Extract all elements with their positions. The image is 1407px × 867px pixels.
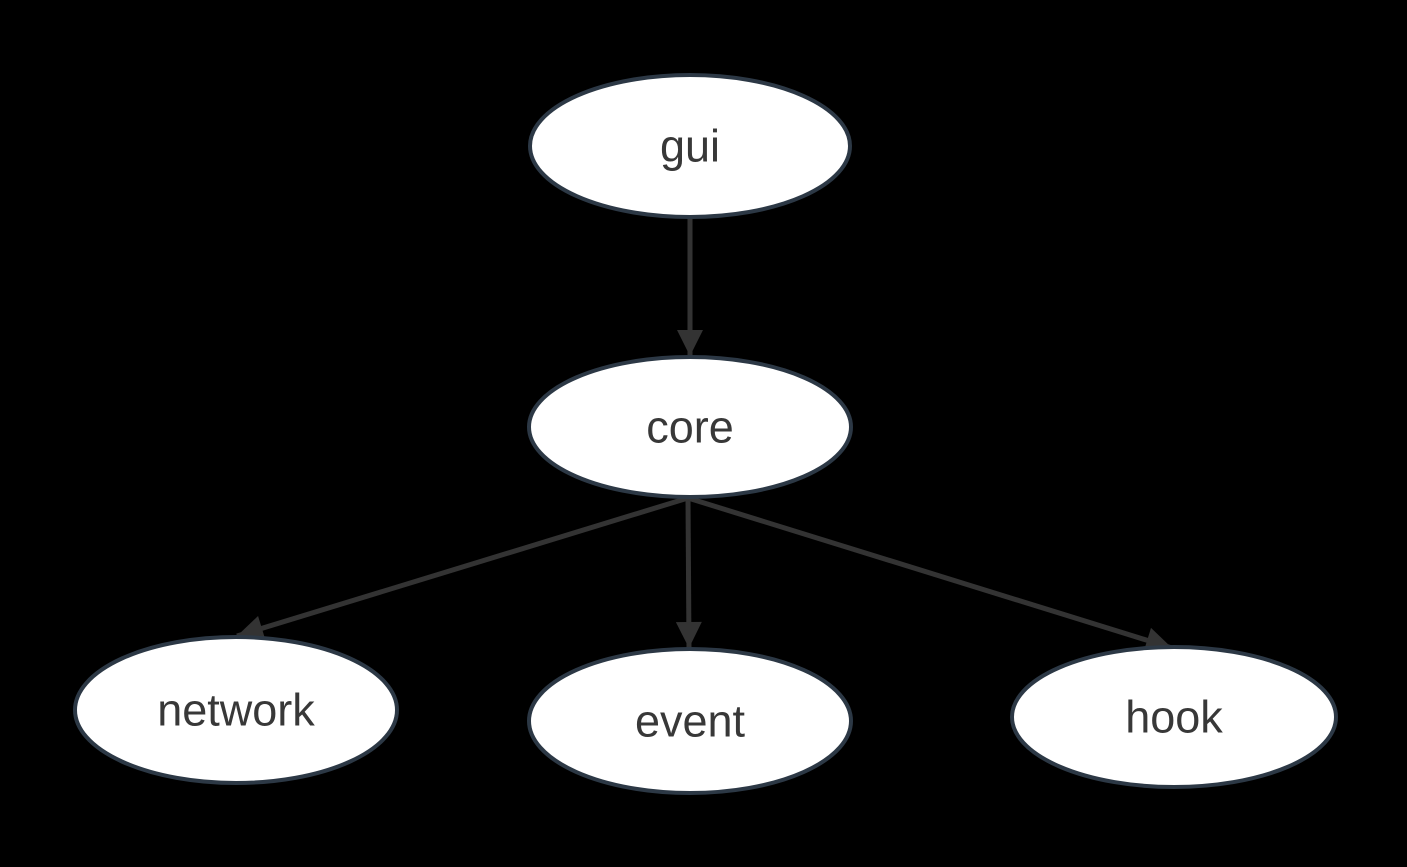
edge-core-network bbox=[236, 495, 689, 641]
node-gui-shape bbox=[528, 73, 852, 219]
node-gui: gui bbox=[528, 73, 852, 219]
node-hook-label: hook bbox=[1125, 692, 1223, 743]
node-core: core bbox=[527, 355, 853, 499]
edge-core-hook bbox=[687, 495, 1173, 653]
node-gui-label: gui bbox=[660, 121, 720, 172]
node-hook: hook bbox=[1010, 645, 1338, 789]
node-hook-shape bbox=[1010, 645, 1338, 789]
node-core-shape bbox=[527, 355, 853, 499]
edge-core-event bbox=[675, 497, 702, 649]
node-network: network bbox=[73, 635, 399, 785]
node-event: event bbox=[527, 647, 853, 795]
node-core-label: core bbox=[646, 402, 734, 453]
node-event-label: event bbox=[635, 696, 746, 747]
node-network-label: network bbox=[157, 685, 315, 736]
node-network-shape bbox=[73, 635, 399, 785]
node-event-shape bbox=[527, 647, 853, 795]
edge-layer bbox=[236, 218, 1173, 653]
